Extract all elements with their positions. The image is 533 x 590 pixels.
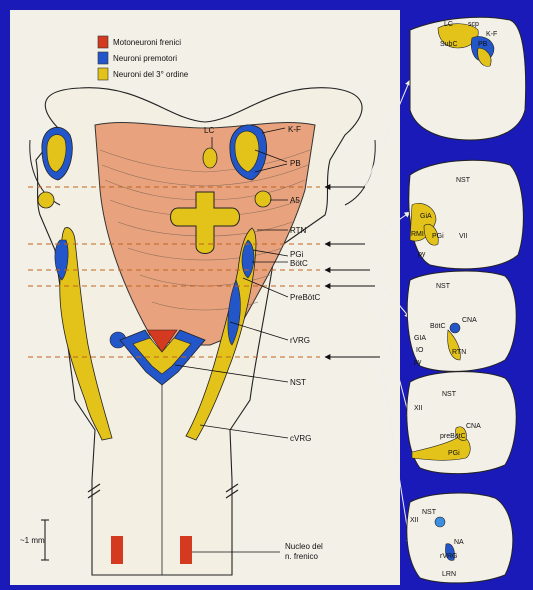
label-nst: NST xyxy=(290,378,306,387)
scale-label: ~1 mm xyxy=(20,536,45,545)
section-4: NST XII CNA preBötC PGi xyxy=(407,372,516,474)
label-a5: A5 xyxy=(290,196,300,205)
s1-lc: LC xyxy=(444,21,453,28)
legend-swatch-phrenic xyxy=(98,36,108,48)
s3-gia: GIA xyxy=(414,335,426,342)
label-phrenic-line2: n. frenico xyxy=(285,552,318,561)
a5-nucleus xyxy=(255,191,271,207)
section-3: NST BötC CNA GIA IO RTN py xyxy=(407,271,516,371)
s4-xii: XII xyxy=(414,405,423,412)
legend-label-premotor: Neuroni premotori xyxy=(113,54,177,63)
s4-prebotc: preBötC xyxy=(440,433,466,440)
label-cvrg: cVRG xyxy=(290,434,311,443)
s5-na: NA xyxy=(454,539,464,546)
section-2: NST GiA RMI PGi VII py xyxy=(409,160,524,269)
s2-vii: VII xyxy=(459,233,468,240)
label-lc: LC xyxy=(204,126,214,135)
label-prebotc: PreBötC xyxy=(290,293,320,302)
s4-pgi: PGi xyxy=(448,450,460,457)
s4-cna: CNA xyxy=(466,423,481,430)
s5-rvrg: rVRG xyxy=(440,553,458,560)
s1-scp: scp xyxy=(468,21,479,28)
s2-nst: NST xyxy=(456,177,471,184)
s2-gia: GiA xyxy=(420,213,432,220)
label-rvrg: rVRG xyxy=(290,336,310,345)
section-5: NST XII NA rVRG LRN xyxy=(407,493,513,583)
s3-io: IO xyxy=(416,347,424,354)
s3-py: py xyxy=(414,359,422,366)
label-rtn: RTN xyxy=(290,226,307,235)
s5-lrn: LRN xyxy=(442,571,456,578)
phrenic-nucleus-left xyxy=(111,536,123,564)
s5-xii: XII xyxy=(410,517,419,524)
legend-swatch-third-order xyxy=(98,68,108,80)
phrenic-nucleus-right xyxy=(180,536,192,564)
s3-botc: BötC xyxy=(430,323,446,330)
s5-nst: NST xyxy=(422,509,437,516)
s2-py: py xyxy=(418,251,426,258)
s3-cna: CNA xyxy=(462,317,477,324)
legend-swatch-premotor xyxy=(98,52,108,64)
s3-rtn: RTN xyxy=(452,349,466,356)
label-pb: PB xyxy=(290,159,301,168)
legend-label-phrenic: Motoneuroni frenici xyxy=(113,38,181,47)
label-phrenic-line1: Nucleo del xyxy=(285,542,323,551)
s3-nst: NST xyxy=(436,283,451,290)
legend: Motoneuroni frenici Neuroni premotori Ne… xyxy=(98,36,189,80)
label-kf: K-F xyxy=(288,125,301,134)
section-arrows xyxy=(325,80,410,545)
scale-bar: ~1 mm xyxy=(20,520,49,560)
label-botc: BötC xyxy=(290,259,308,268)
lc-nucleus xyxy=(203,148,217,168)
label-pgi: PGi xyxy=(290,250,304,259)
s1-pb: PB xyxy=(478,41,488,48)
section-1: LC scp SubC K-F PB xyxy=(410,17,526,140)
s1-kf: K-F xyxy=(486,31,497,38)
s2-rmi: RMI xyxy=(411,231,424,238)
legend-label-third-order: Neuroni del 3° ordine xyxy=(113,70,189,79)
s1-subc: SubC xyxy=(440,41,458,48)
s2-pgi: PGi xyxy=(432,233,444,240)
s4-nst: NST xyxy=(442,391,457,398)
